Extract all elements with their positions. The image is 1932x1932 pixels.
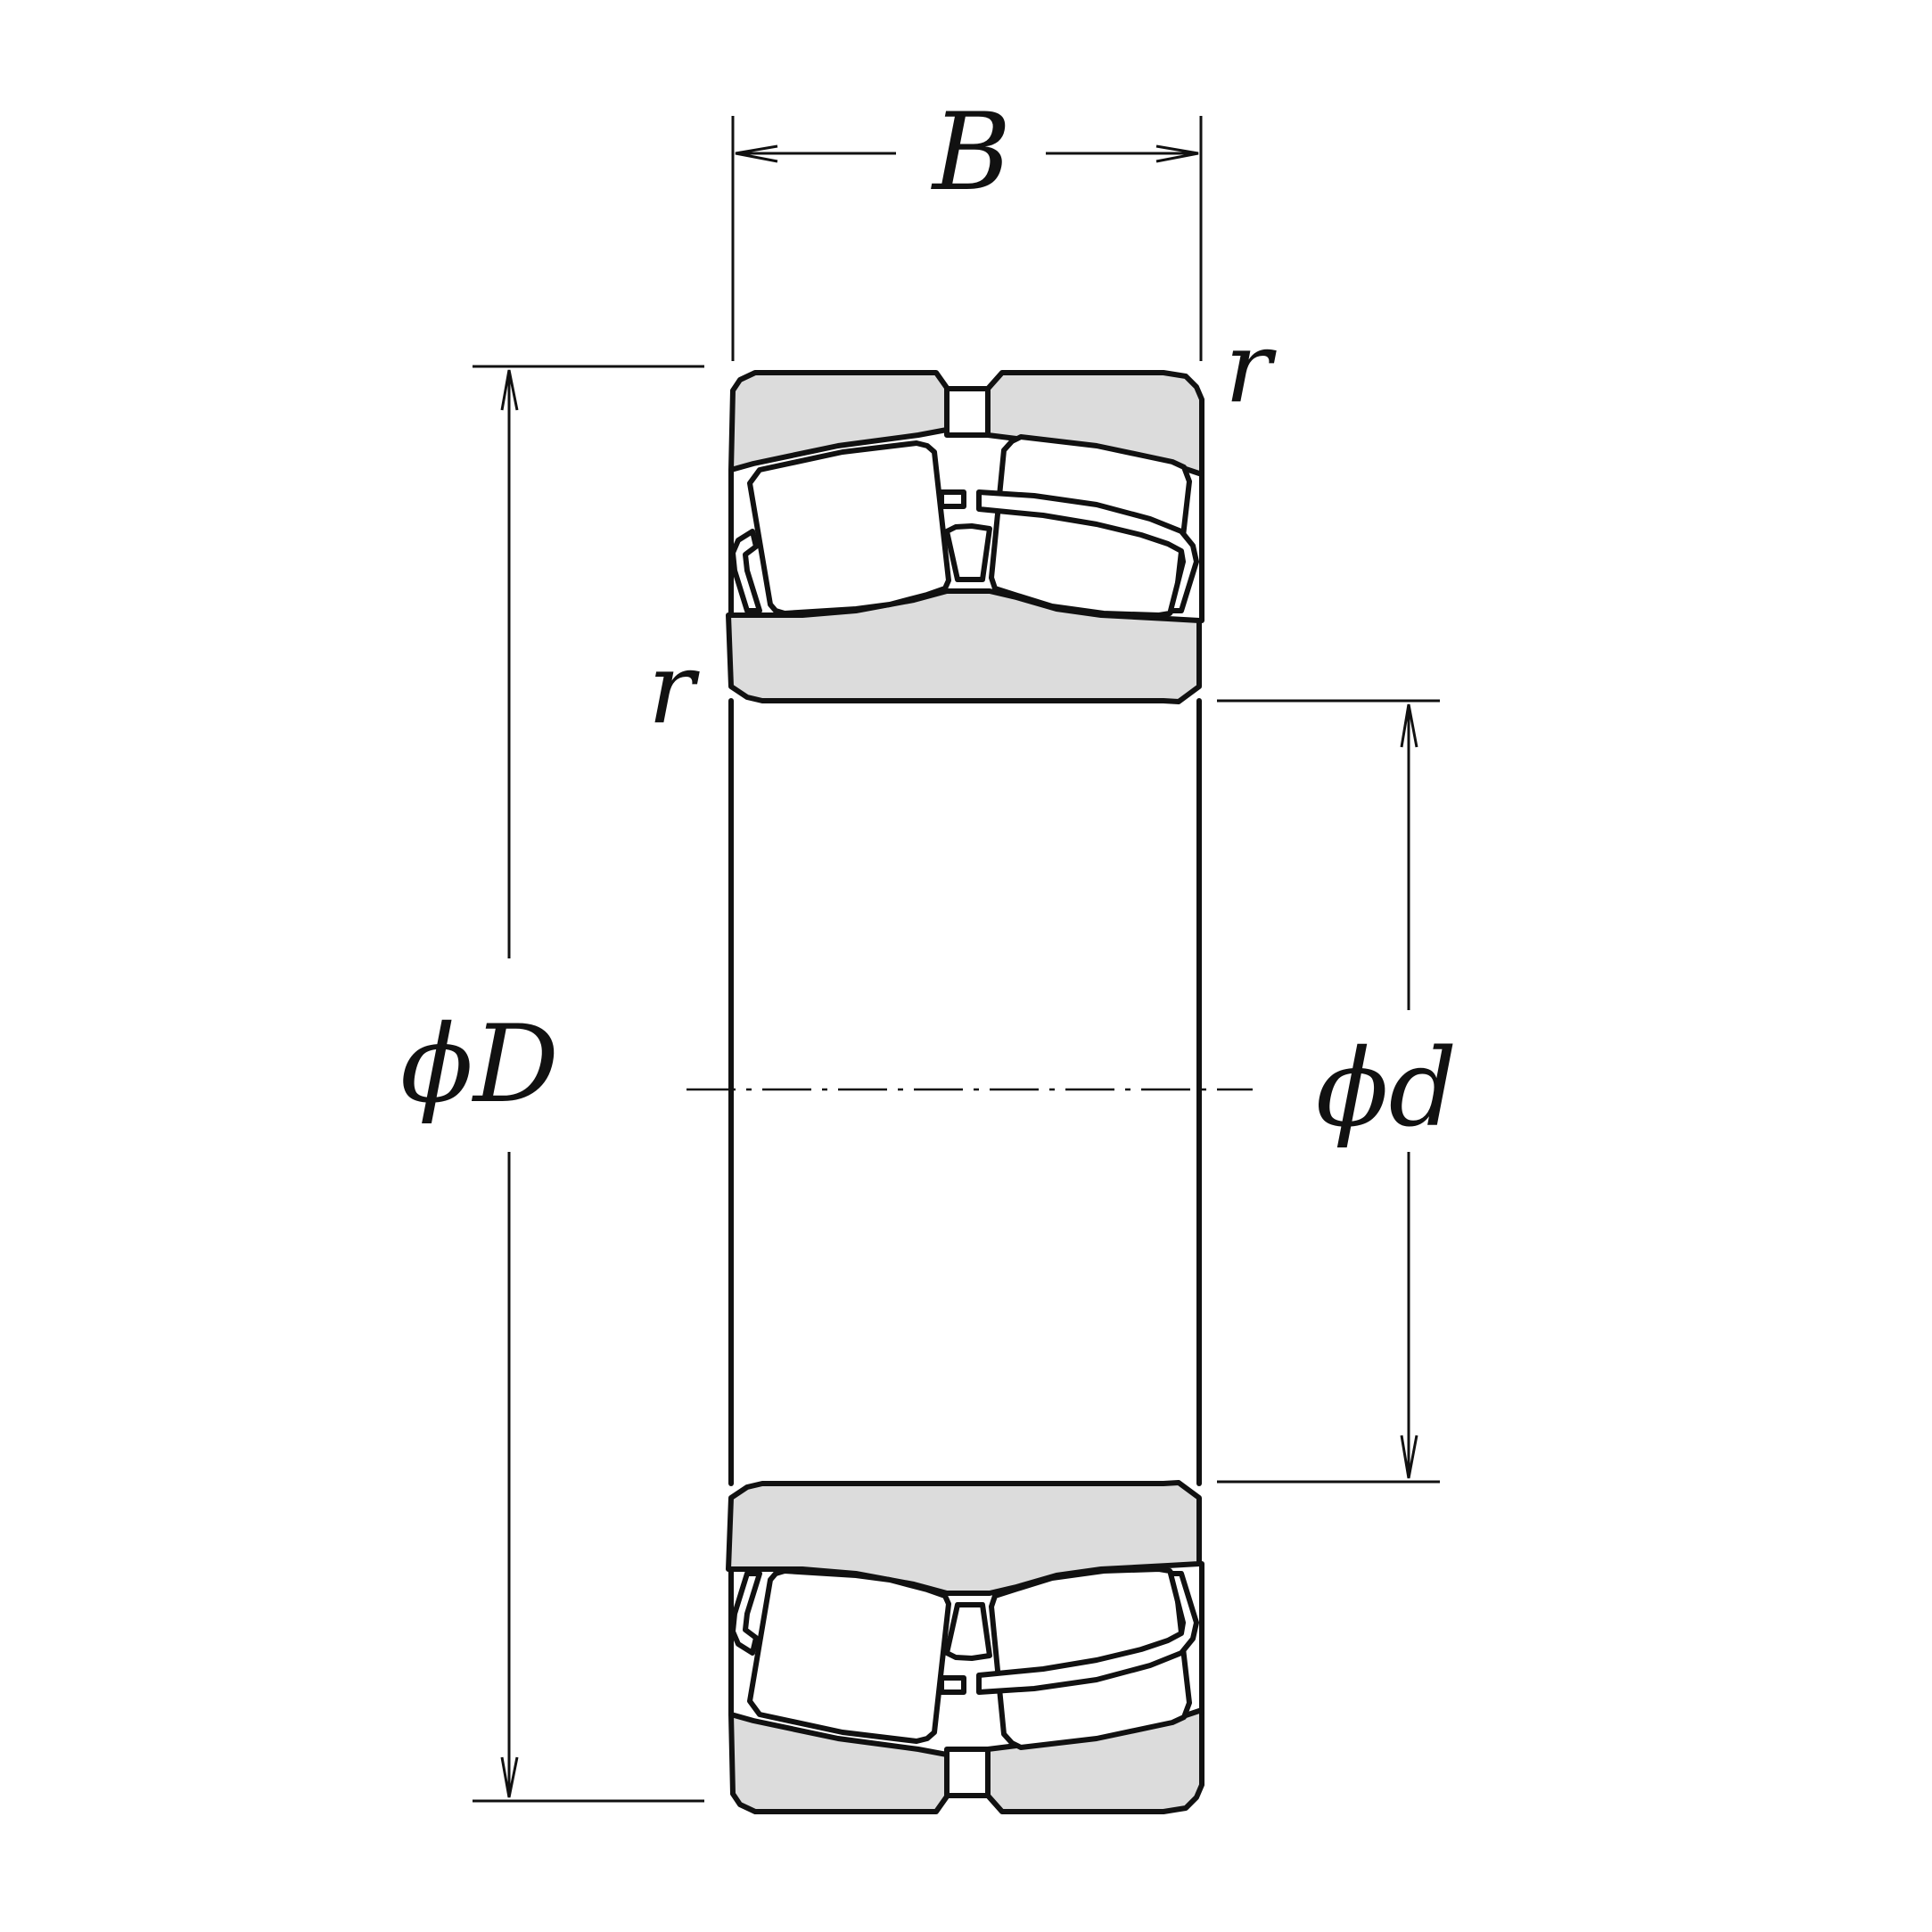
- outer-ring-left-bottom: [728, 1712, 950, 1814]
- top-section: [726, 370, 1204, 704]
- chamfer-label-top-right: r: [1225, 310, 1278, 424]
- bore-diameter-label: ϕd: [1316, 1027, 1458, 1151]
- roller-left-bottom: [747, 1568, 951, 1744]
- chamfer-label-left: r: [648, 631, 701, 745]
- width-label: B: [931, 91, 1011, 215]
- roller-left-top: [747, 440, 951, 616]
- roller-right-bottom: [989, 1566, 1192, 1750]
- cage-centre-top: [944, 523, 992, 582]
- dimension-bore-diameter: [1217, 699, 1440, 1484]
- outer-ring-left-top: [728, 370, 950, 473]
- roller-right-top: [989, 434, 1192, 618]
- cage-left-top: [730, 529, 762, 613]
- lube-groove-top: [944, 386, 991, 438]
- bottom-section: [726, 1480, 1204, 1814]
- dimension-outer-diameter: [473, 365, 704, 1803]
- lube-groove-bottom: [944, 1747, 991, 1798]
- cage-top: [939, 489, 966, 509]
- dimension-width: [731, 116, 1203, 361]
- cage-right-top: [976, 489, 1199, 613]
- outer-diameter-label: ϕD: [400, 1003, 559, 1127]
